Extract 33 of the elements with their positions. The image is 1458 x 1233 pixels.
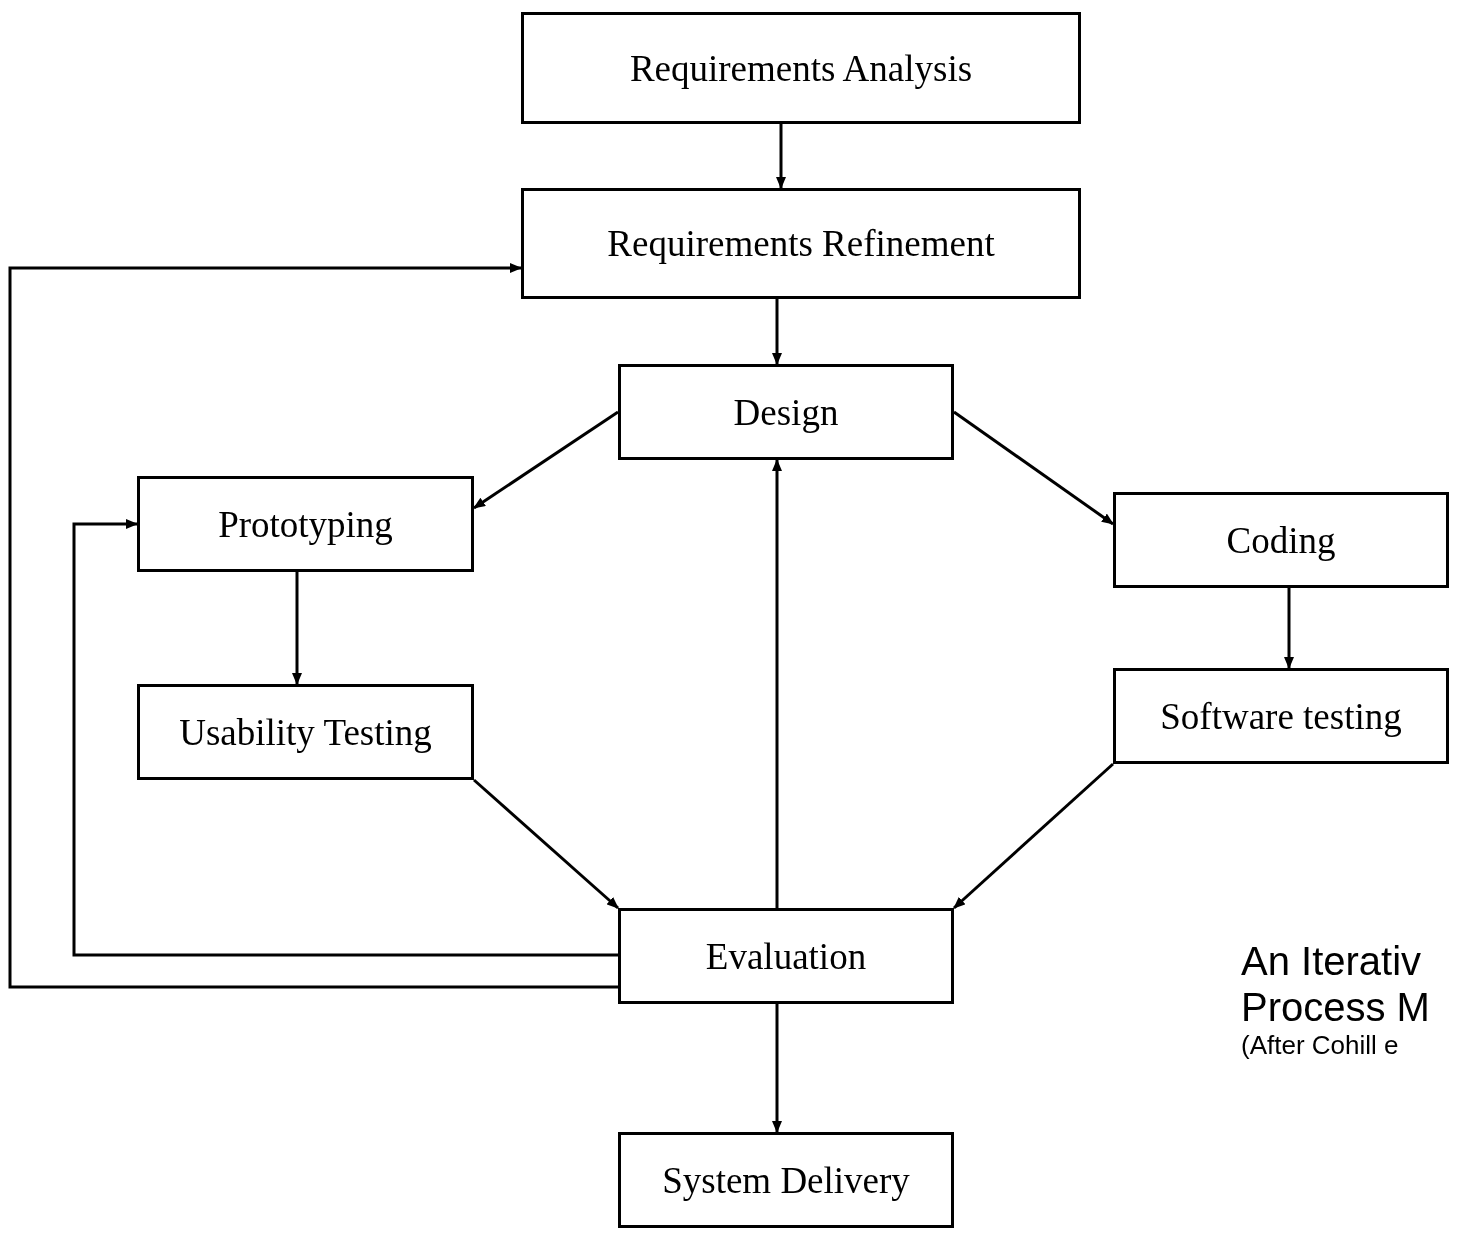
arrow [1284, 588, 1294, 669]
box-label: Design [733, 390, 839, 434]
arrow [292, 572, 302, 685]
caption-text: Process M [1241, 984, 1430, 1030]
arrow [473, 410, 619, 510]
arrow [772, 459, 782, 908]
process-box [618, 364, 954, 460]
box-label: Usability Testing [179, 710, 432, 754]
arrow [473, 778, 619, 910]
box-label: Evaluation [705, 934, 867, 978]
process-box [521, 188, 1081, 299]
box-label: Software testing [1160, 694, 1402, 738]
arrow [953, 762, 1114, 910]
caption-text: An Iterativ [1241, 938, 1423, 984]
box-label: Requirements Refinement [607, 222, 995, 265]
source-note: (After Cohill e [1241, 1030, 1400, 1060]
arrow [72, 519, 618, 957]
box-label: System Delivery [662, 1158, 910, 1202]
process-box [137, 684, 474, 780]
box-label: Requirements Analysis [629, 46, 973, 90]
arrow [776, 124, 786, 189]
arrow [8, 263, 618, 989]
process-box [618, 1132, 954, 1228]
process-box [1113, 492, 1449, 588]
box-label: Prototyping [218, 502, 393, 546]
arrow [772, 1004, 782, 1133]
process-box [618, 908, 954, 1004]
process-box [521, 12, 1081, 124]
box-label: Coding [1226, 518, 1336, 562]
arrow [953, 410, 1114, 526]
arrow [772, 299, 782, 365]
process-box [137, 476, 474, 572]
process-box [1113, 668, 1449, 764]
